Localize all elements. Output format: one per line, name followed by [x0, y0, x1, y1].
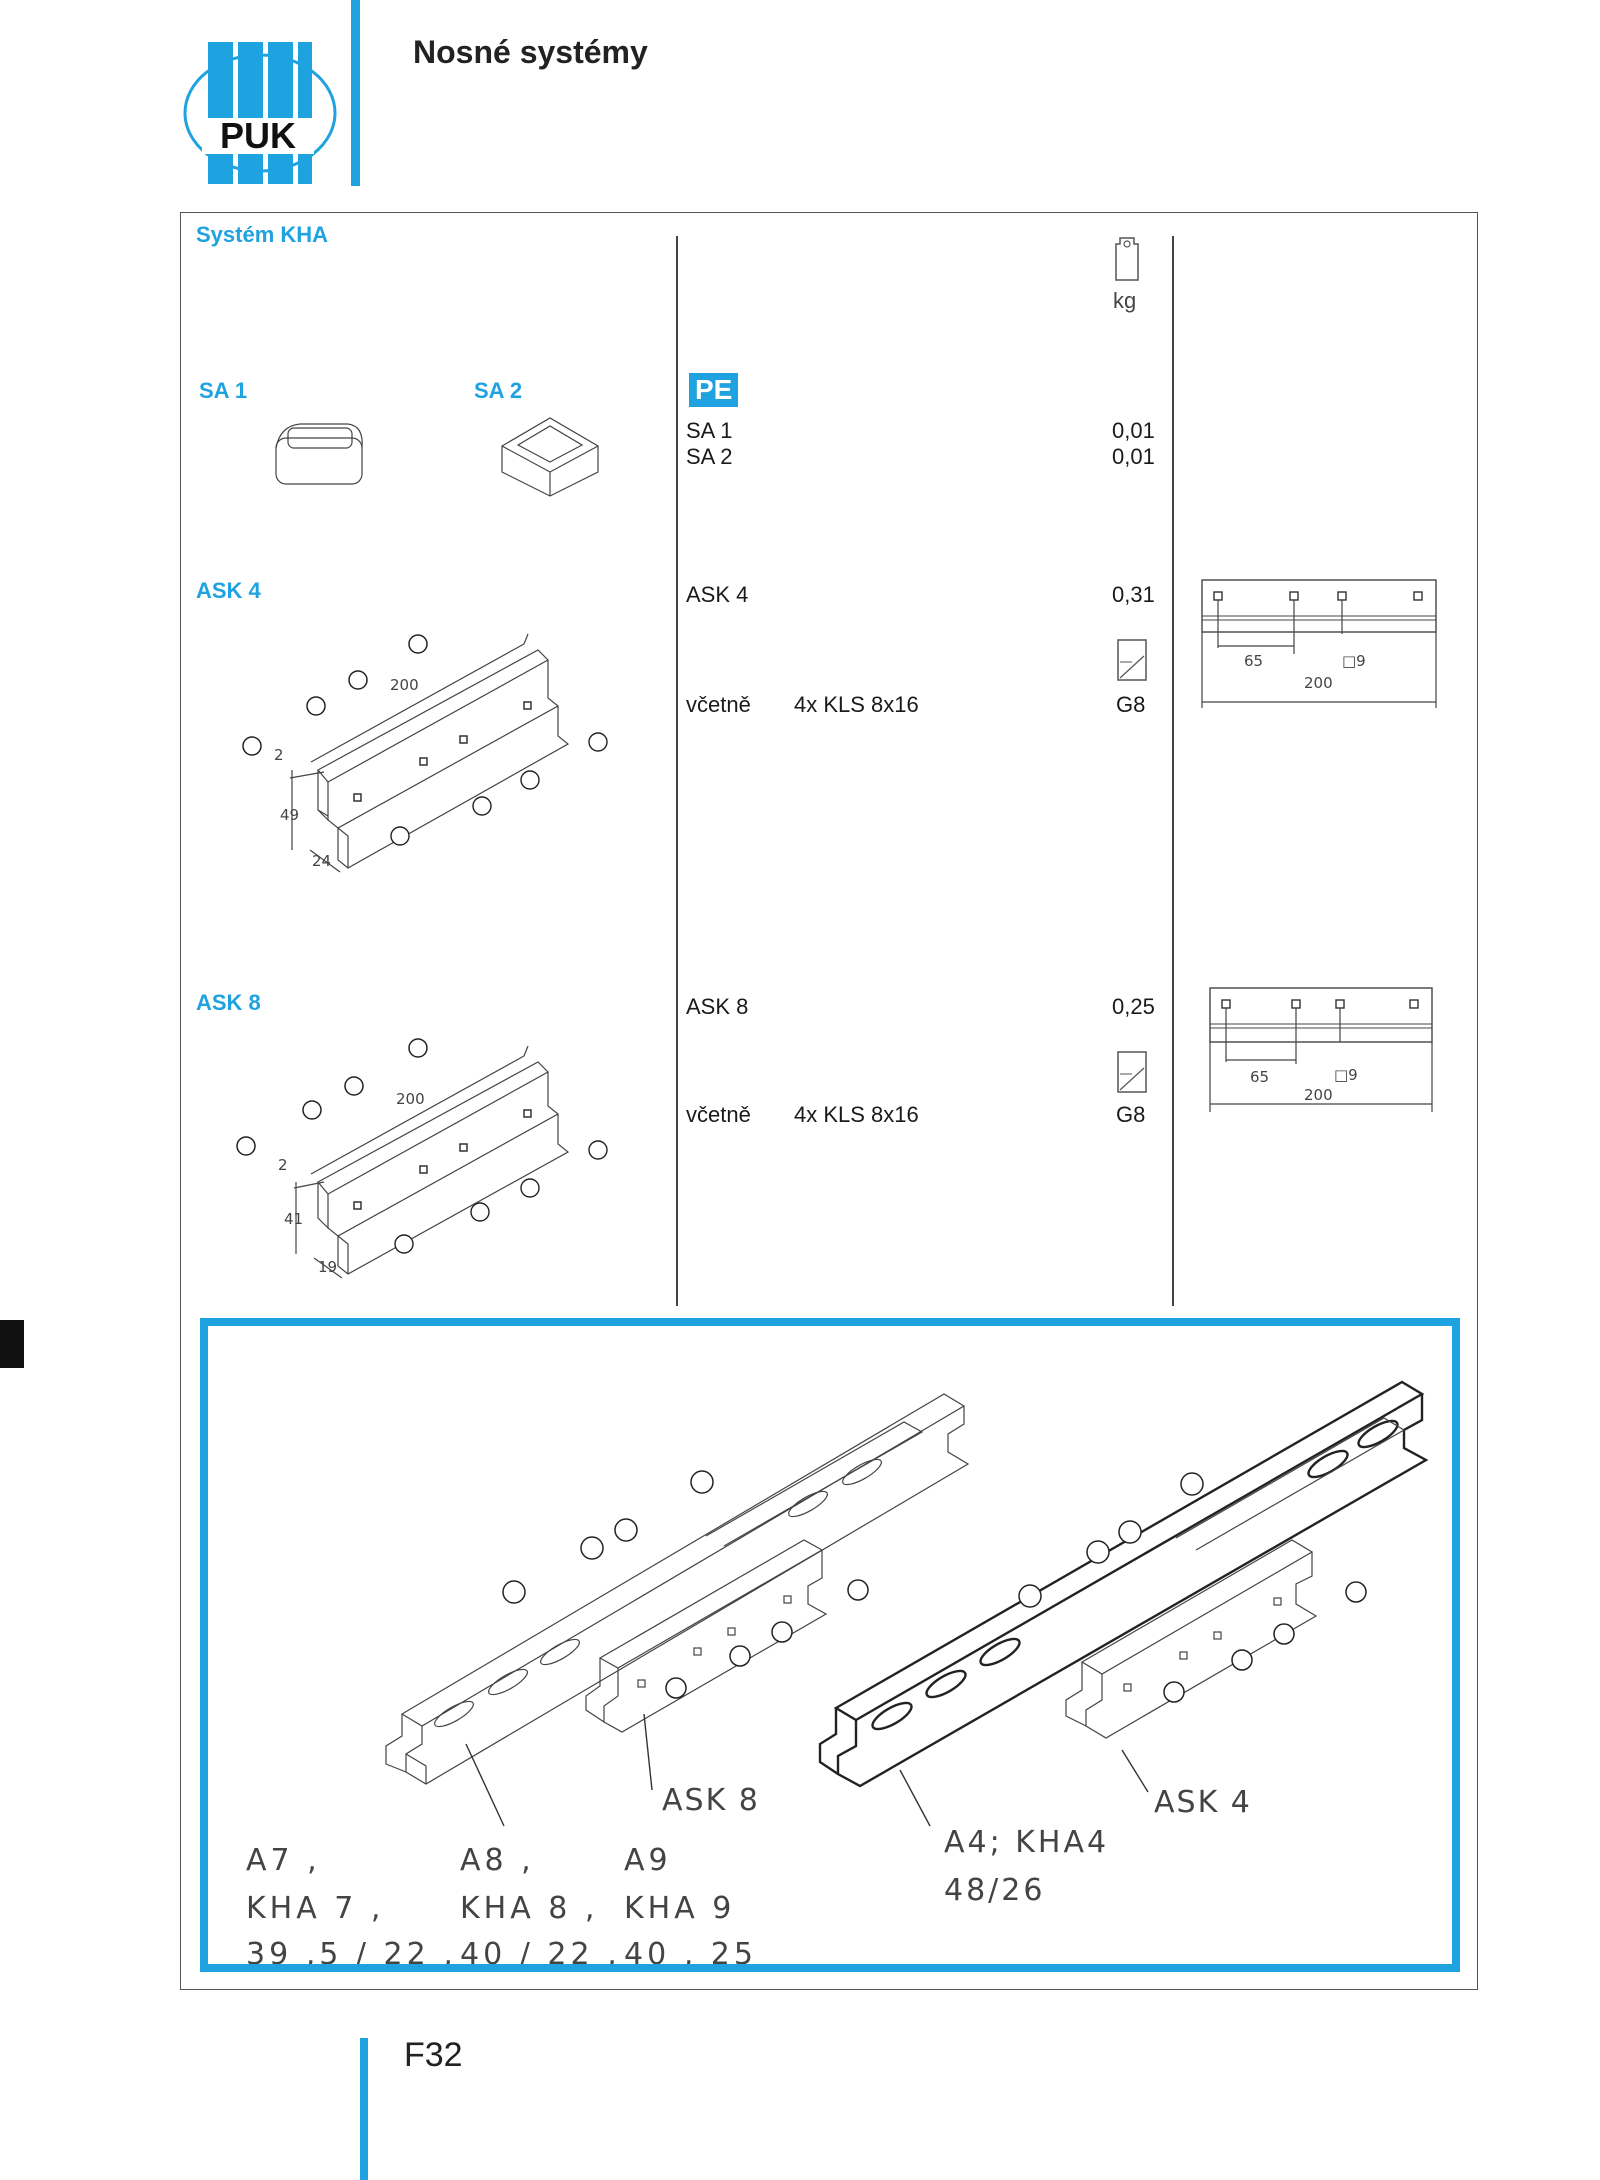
assembly-illustration: ASK 8 ASK 4 A7 , A8 , A9 KHA 7 , KHA 8 ,… [246, 1380, 1429, 1964]
ask4-including-label: včetně [686, 692, 751, 717]
header-divider [351, 0, 360, 186]
ask4-weight: 0,31 [1112, 582, 1155, 607]
ask4-connector-drawing: 200 2 49 24 [242, 633, 608, 873]
ask4-draw-hole: □9 [1342, 652, 1366, 670]
side-tab-marker [0, 1320, 24, 1368]
ask8-code: ASK 8 [686, 994, 749, 1019]
label-a4-kha4: A4; KHA4 [944, 1825, 1109, 1860]
weight-icon [1115, 237, 1139, 281]
weight-unit: kg [1113, 288, 1137, 313]
illustration-panel [200, 1318, 1460, 1972]
sa2-end-cap-drawing [501, 417, 599, 497]
sa2-label: SA 2 [474, 378, 523, 403]
puk-logo: PUK [183, 42, 337, 184]
label-a7: A7 , [246, 1843, 321, 1878]
ask8-technical-drawing: 65 □9 200 [1209, 987, 1433, 1112]
footer-divider [360, 2038, 368, 2180]
label-kha8: KHA 8 , [460, 1891, 598, 1926]
ask4-including-value: 4x KLS 8x16 [794, 692, 919, 717]
ask8-finish: G8 [1116, 1102, 1146, 1127]
label-dim-a7: 39 ,5 / 22 , [246, 1937, 457, 1964]
column-divider-2 [1172, 236, 1174, 1306]
ask8-draw-total: 200 [1304, 1086, 1333, 1104]
ask4-dim-width: 24 [312, 852, 331, 870]
sa1-label: SA 1 [199, 378, 248, 403]
callout-ask4: ASK 4 [1154, 1785, 1252, 1820]
ask8-label: ASK 8 [196, 990, 261, 1015]
ask8-including-label: včetně [686, 1102, 751, 1127]
finish-icon [1117, 639, 1147, 681]
sa1-end-cap-drawing [275, 423, 363, 485]
ask4-draw-spacing: 65 [1244, 652, 1263, 670]
catalog-frame [180, 212, 1478, 1990]
ask4-finish: G8 [1116, 692, 1146, 717]
ask8-connector-drawing: 200 2 41 19 [236, 1038, 608, 1279]
label-dim-a8: 40 / 22 , [460, 1937, 621, 1964]
section-title: Systém KHA [196, 222, 329, 247]
ask8-including-value: 4x KLS 8x16 [794, 1102, 919, 1127]
label-kha9: KHA 9 [624, 1891, 735, 1926]
ask4-code: ASK 4 [686, 582, 749, 607]
page-number: F32 [404, 2036, 463, 2074]
header: PUK Nosné systémy [0, 0, 1600, 200]
ask4-label: ASK 4 [196, 578, 261, 603]
label-dim-a9: 40 , 25 [624, 1937, 757, 1964]
label-a9: A9 [624, 1843, 672, 1878]
ask8-draw-hole: □9 [1334, 1066, 1358, 1084]
finish-icon [1117, 1051, 1147, 1093]
sa1-code: SA 1 [686, 418, 733, 443]
material-badge: PE [689, 373, 739, 407]
ask8-weight: 0,25 [1112, 994, 1155, 1019]
ask8-dim-height: 41 [284, 1210, 303, 1228]
label-dim-a4: 48/26 [944, 1873, 1045, 1908]
logo-text: PUK [220, 115, 296, 156]
sa2-weight: 0,01 [1112, 444, 1155, 469]
label-kha7: KHA 7 , [246, 1891, 384, 1926]
ask4-dim-thickness: 2 [274, 746, 284, 764]
ask4-dim-length: 200 [390, 676, 419, 694]
callout-ask8: ASK 8 [662, 1783, 760, 1818]
sa2-code: SA 2 [686, 444, 733, 469]
ask8-draw-spacing: 65 [1250, 1068, 1269, 1086]
ask4-technical-drawing: 65 □9 200 [1201, 579, 1437, 708]
sa1-weight: 0,01 [1112, 418, 1155, 443]
page-title: Nosné systémy [413, 34, 648, 70]
column-divider-1 [676, 236, 678, 1306]
ask4-draw-total: 200 [1304, 674, 1333, 692]
label-a8: A8 , [460, 1843, 535, 1878]
ask8-dim-thickness: 2 [278, 1156, 288, 1174]
ask8-dim-length: 200 [396, 1090, 425, 1108]
ask4-dim-height: 49 [280, 806, 299, 824]
